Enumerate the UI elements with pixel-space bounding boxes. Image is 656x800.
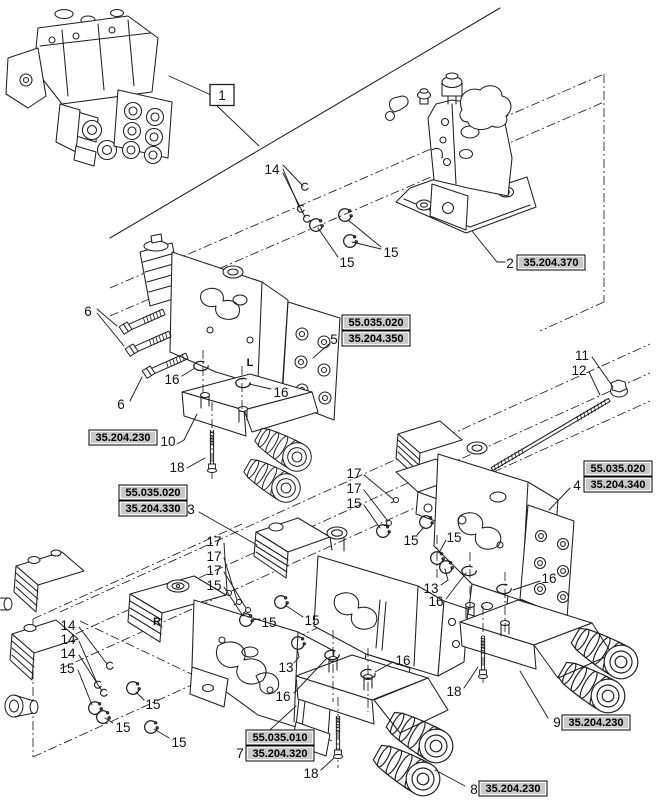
callout-11: 11 — [575, 348, 589, 363]
callout-16: 16 — [275, 689, 290, 704]
part-ref-label[interactable]: 35.204.230 — [485, 783, 540, 795]
callout-15: 15 — [171, 735, 186, 750]
part-ref-box-fill — [120, 486, 186, 499]
callout-16: 16 — [395, 653, 410, 668]
callout-6: 6 — [117, 397, 125, 412]
part-ref-box-fill — [480, 782, 546, 795]
callout-numbers: 1141515266516161018311124171715171717151… — [59, 83, 589, 797]
complete-valve-assembly — [5, 8, 173, 167]
callout-14: 14 — [60, 632, 76, 647]
part-ref-label[interactable]: 35.204.230 — [568, 717, 623, 729]
callout-16: 16 — [428, 594, 443, 609]
part-ref-box-fill — [563, 716, 629, 729]
callout-7: 7 — [236, 746, 244, 761]
diagonal-separator-line — [109, 7, 501, 239]
callout-15: 15 — [346, 496, 361, 511]
valve-section-2 — [384, 72, 537, 234]
callout-15: 15 — [261, 615, 276, 630]
callout-15: 15 — [206, 578, 221, 593]
callout-12: 12 — [571, 363, 586, 378]
part-ref-label[interactable]: 35.204.330 — [125, 503, 180, 515]
coupler-bracket-10 — [181, 373, 319, 508]
callout-15: 15 — [339, 255, 354, 270]
callout-6: 6 — [84, 304, 92, 319]
part-ref-label[interactable]: 35.204.340 — [590, 479, 645, 491]
part-ref-box-fill — [90, 431, 156, 444]
part-ref-label[interactable]: 35.204.370 — [523, 257, 578, 269]
part-ref-label[interactable]: 55.035.020 — [590, 463, 645, 475]
callout-9: 9 — [553, 715, 561, 730]
valve-marking-L: L — [247, 357, 254, 369]
part-ref-label[interactable]: 35.204.230 — [95, 432, 150, 444]
part-ref-box-fill — [343, 316, 409, 329]
callout-15: 15 — [403, 533, 418, 548]
part-ref-box-fill — [247, 731, 313, 744]
part-ref-box-fill — [518, 256, 584, 269]
part-reference-boxes: 35.204.370 55.035.020 35.204.350 35.204.230… — [88, 254, 653, 797]
callout-18: 18 — [446, 684, 461, 699]
callout-15: 15 — [383, 245, 398, 260]
leader-lines — [77, 75, 614, 787]
part-ref-box-fill — [247, 747, 313, 760]
tie-rod-11-12 — [490, 379, 629, 471]
part-ref-label[interactable]: 55.035.020 — [348, 317, 403, 329]
part-ref-label[interactable]: 35.204.320 — [252, 748, 307, 760]
valve-markings: LR — [153, 357, 254, 628]
valve-section-5 — [139, 233, 341, 421]
callout-15: 15 — [145, 697, 160, 712]
part-ref-box-fill — [120, 502, 186, 515]
callout-14: 14 — [60, 646, 76, 661]
callout-13: 13 — [278, 660, 293, 675]
callout-10: 10 — [160, 434, 175, 449]
part-ref-box-fill — [585, 462, 651, 475]
callout-8: 8 — [470, 782, 478, 797]
callout-13: 13 — [423, 581, 438, 596]
callout-5: 5 — [330, 332, 338, 347]
part-ref-box-fill — [585, 478, 651, 491]
callout-16: 16 — [273, 385, 288, 400]
coupler-bracket-9 — [459, 599, 645, 720]
callout-14: 14 — [264, 162, 280, 177]
valve-marking-R: R — [153, 616, 161, 628]
part-ref-label[interactable]: 55.035.010 — [252, 732, 307, 744]
callout-2: 2 — [506, 256, 514, 271]
callout-box — [209, 83, 235, 107]
callout-15: 15 — [304, 613, 319, 628]
part-ref-label[interactable]: 55.035.020 — [125, 487, 180, 499]
callout-18: 18 — [303, 766, 318, 781]
callout-17: 17 — [346, 466, 361, 481]
callout-17: 17 — [206, 549, 221, 564]
callout-15: 15 — [115, 720, 130, 735]
callout-17: 17 — [346, 481, 361, 496]
part-ref-label[interactable]: 35.204.350 — [348, 333, 403, 345]
callout-17: 17 — [206, 534, 221, 549]
part-ref-box-fill — [343, 332, 409, 345]
callout-1: 1 — [218, 88, 226, 103]
callout-17: 17 — [206, 563, 221, 578]
callout-16: 16 — [541, 571, 556, 586]
callout-15: 15 — [59, 661, 74, 676]
valve-section-4 — [395, 420, 575, 627]
callout-18: 18 — [169, 460, 184, 475]
valve-section-7 — [0, 549, 335, 757]
callout-15: 15 — [446, 530, 461, 545]
callout-3: 3 — [187, 502, 195, 517]
valve-section-3-center — [253, 517, 469, 695]
callout-14: 14 — [60, 618, 76, 633]
callout-16: 16 — [164, 372, 179, 387]
callout-4: 4 — [573, 478, 581, 493]
